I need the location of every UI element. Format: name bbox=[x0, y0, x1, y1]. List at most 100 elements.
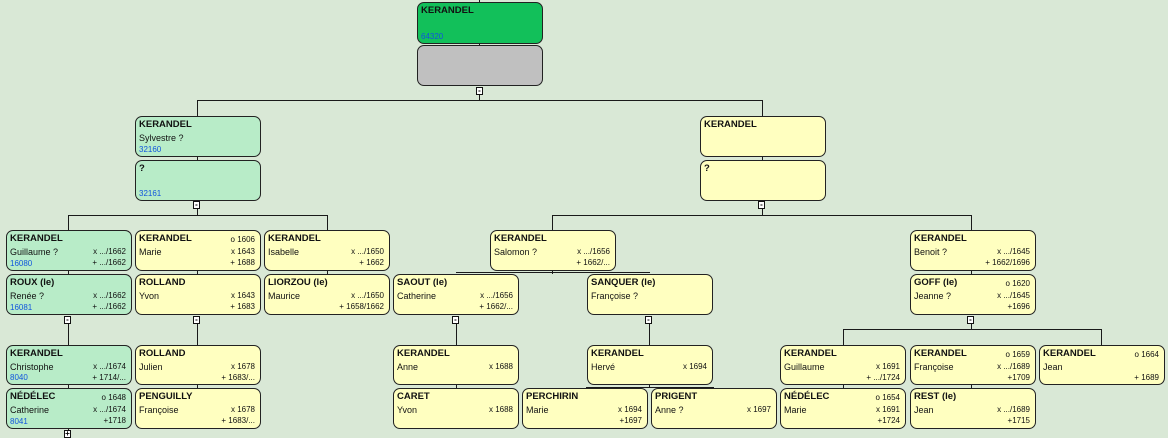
connector bbox=[68, 384, 69, 389]
death-date: + 1683/... bbox=[221, 416, 255, 425]
marriage-date: x 1697 bbox=[746, 405, 771, 414]
given-name: Yvon bbox=[139, 291, 160, 301]
person-card[interactable]: KERANDEL Jean o 1664 + 1689 bbox=[1039, 345, 1165, 385]
connector bbox=[586, 387, 714, 388]
death-date: + .../1662 bbox=[92, 258, 126, 267]
person-card-root[interactable]: KERANDEL 64320 bbox=[417, 2, 543, 44]
marriage-date: x .../1650 bbox=[351, 291, 384, 300]
person-card[interactable]: NÉDÉLEC Marie o 1654 x 1691 +1724 bbox=[780, 388, 906, 429]
given-name: Benoit ? bbox=[914, 247, 948, 257]
connector bbox=[649, 384, 650, 388]
person-card[interactable]: ROLLAND Yvon x 1643 + 1683 bbox=[135, 274, 261, 315]
death-date: + 1662/1696 bbox=[985, 258, 1030, 267]
surname: LIORZOU (le) bbox=[268, 277, 328, 288]
surname: PRIGENT bbox=[655, 391, 698, 402]
collapse-toggle[interactable]: - bbox=[645, 316, 652, 324]
connector bbox=[552, 215, 553, 231]
connector bbox=[68, 270, 69, 275]
person-card[interactable]: KERANDEL Sylvestre ? 32160 bbox=[135, 116, 261, 157]
given-name: Françoise bbox=[139, 405, 179, 415]
surname: KERANDEL bbox=[1043, 348, 1096, 359]
connector bbox=[456, 272, 650, 273]
surname: PENGUILLY bbox=[139, 391, 193, 402]
collapse-toggle[interactable]: - bbox=[193, 201, 200, 209]
collapse-toggle[interactable]: - bbox=[64, 316, 71, 324]
person-card[interactable]: KERANDEL Anne x 1688 bbox=[393, 345, 519, 385]
person-card[interactable]: ROUX (le) Renée ? 16081 x .../1662 + ...… bbox=[6, 274, 132, 315]
connector bbox=[68, 215, 69, 231]
collapse-toggle[interactable]: - bbox=[452, 316, 459, 324]
given-name: Christophe bbox=[10, 362, 54, 372]
person-card[interactable]: KERANDEL Hervé x 1694 bbox=[587, 345, 713, 385]
given-name: Guillaume bbox=[784, 362, 825, 372]
death-date: + .../1662 bbox=[92, 302, 126, 311]
given-name: Jeanne ? bbox=[914, 291, 952, 301]
birth-date: o 1659 bbox=[1005, 350, 1030, 359]
collapse-toggle[interactable]: - bbox=[758, 201, 765, 209]
person-card[interactable]: KERANDEL Guillaume ? 16080 x .../1662 + … bbox=[6, 230, 132, 271]
connector bbox=[68, 215, 328, 216]
death-date: + 1662 bbox=[359, 258, 384, 267]
surname: KERANDEL bbox=[397, 348, 450, 359]
person-card[interactable]: REST (le) Jean x .../1689 +1715 bbox=[910, 388, 1036, 429]
connector bbox=[456, 324, 457, 346]
person-card[interactable]: KERANDEL Isabelle x .../1650 + 1662 bbox=[264, 230, 390, 271]
person-card[interactable]: LIORZOU (le) Maurice x .../1650 + 1658/1… bbox=[264, 274, 390, 315]
given-name: Julien bbox=[139, 362, 163, 372]
surname: KERANDEL bbox=[914, 348, 967, 359]
death-date: + 1688 bbox=[230, 258, 255, 267]
surname: KERANDEL bbox=[139, 119, 192, 130]
given-name: Marie bbox=[526, 405, 549, 415]
person-card[interactable]: KERANDEL bbox=[700, 116, 826, 157]
given-name: Maurice bbox=[268, 291, 301, 301]
person-card[interactable]: SAOUT (le) Catherine x .../1656 + 1662/.… bbox=[393, 274, 519, 315]
person-card[interactable]: ROLLAND Julien x 1678 + 1683/... bbox=[135, 345, 261, 385]
person-card[interactable]: ? 32161 bbox=[135, 160, 261, 201]
surname: REST (le) bbox=[914, 391, 957, 402]
death-date: +1697 bbox=[619, 416, 642, 425]
person-card[interactable]: CARET Yvon x 1688 bbox=[393, 388, 519, 429]
connector bbox=[456, 384, 457, 389]
collapse-toggle[interactable]: - bbox=[476, 87, 483, 95]
marriage-date: x .../1656 bbox=[577, 247, 610, 256]
birth-date: o 1654 bbox=[875, 393, 900, 402]
surname: ROLLAND bbox=[139, 277, 186, 288]
birth-date: o 1620 bbox=[1005, 279, 1030, 288]
surname: ROUX (le) bbox=[10, 277, 55, 288]
person-card[interactable]: SANQUER (le) Françoise ? bbox=[587, 274, 713, 315]
person-card-unknown-spouse[interactable] bbox=[417, 45, 543, 86]
person-card[interactable]: NÉDÉLEC Catherine 8041 o 1648 x .../1674… bbox=[6, 388, 132, 429]
death-date: +1718 bbox=[103, 416, 126, 425]
person-card[interactable]: PENGUILLY Françoise x 1678 + 1683/... bbox=[135, 388, 261, 429]
person-card[interactable]: KERANDEL Salomon ? x .../1656 + 1662/... bbox=[490, 230, 616, 271]
sosa-number: 32160 bbox=[139, 145, 162, 154]
collapse-toggle[interactable]: - bbox=[193, 316, 200, 324]
given-name: Jean bbox=[914, 405, 934, 415]
marriage-date: x 1694 bbox=[682, 362, 707, 371]
marriage-date: x 1643 bbox=[230, 247, 255, 256]
surname: KERANDEL bbox=[784, 348, 837, 359]
person-card[interactable]: GOFF (le) Jeanne ? o 1620 x .../1645 +16… bbox=[910, 274, 1036, 315]
connector bbox=[762, 156, 763, 161]
person-card[interactable]: KERANDEL Françoise o 1659 x .../1689 +17… bbox=[910, 345, 1036, 385]
person-card[interactable]: ? bbox=[700, 160, 826, 201]
birth-date: o 1648 bbox=[101, 393, 126, 402]
connector bbox=[197, 384, 198, 389]
person-card[interactable]: KERANDEL Guillaume x 1691 + .../1724 bbox=[780, 345, 906, 385]
given-name: Françoise ? bbox=[591, 291, 639, 301]
surname: SANQUER (le) bbox=[591, 277, 656, 288]
marriage-date: x 1688 bbox=[488, 362, 513, 371]
person-card[interactable]: KERANDEL Marie o 1606 x 1643 + 1688 bbox=[135, 230, 261, 271]
person-card[interactable]: PERCHIRIN Marie x 1694 +1697 bbox=[522, 388, 648, 429]
connector bbox=[327, 215, 328, 231]
sosa-number: 32161 bbox=[139, 189, 162, 198]
person-card[interactable]: PRIGENT Anne ? x 1697 bbox=[651, 388, 777, 429]
connector bbox=[197, 270, 198, 275]
person-card[interactable]: KERANDEL Benoit ? x .../1645 + 1662/1696 bbox=[910, 230, 1036, 271]
marriage-date: x .../1689 bbox=[997, 405, 1030, 414]
person-card[interactable]: KERANDEL Christophe 8040 x .../1674 + 17… bbox=[6, 345, 132, 385]
connector bbox=[843, 384, 844, 389]
collapse-toggle[interactable]: - bbox=[967, 316, 974, 324]
connector bbox=[762, 100, 763, 117]
sosa-number: 64320 bbox=[421, 32, 444, 41]
